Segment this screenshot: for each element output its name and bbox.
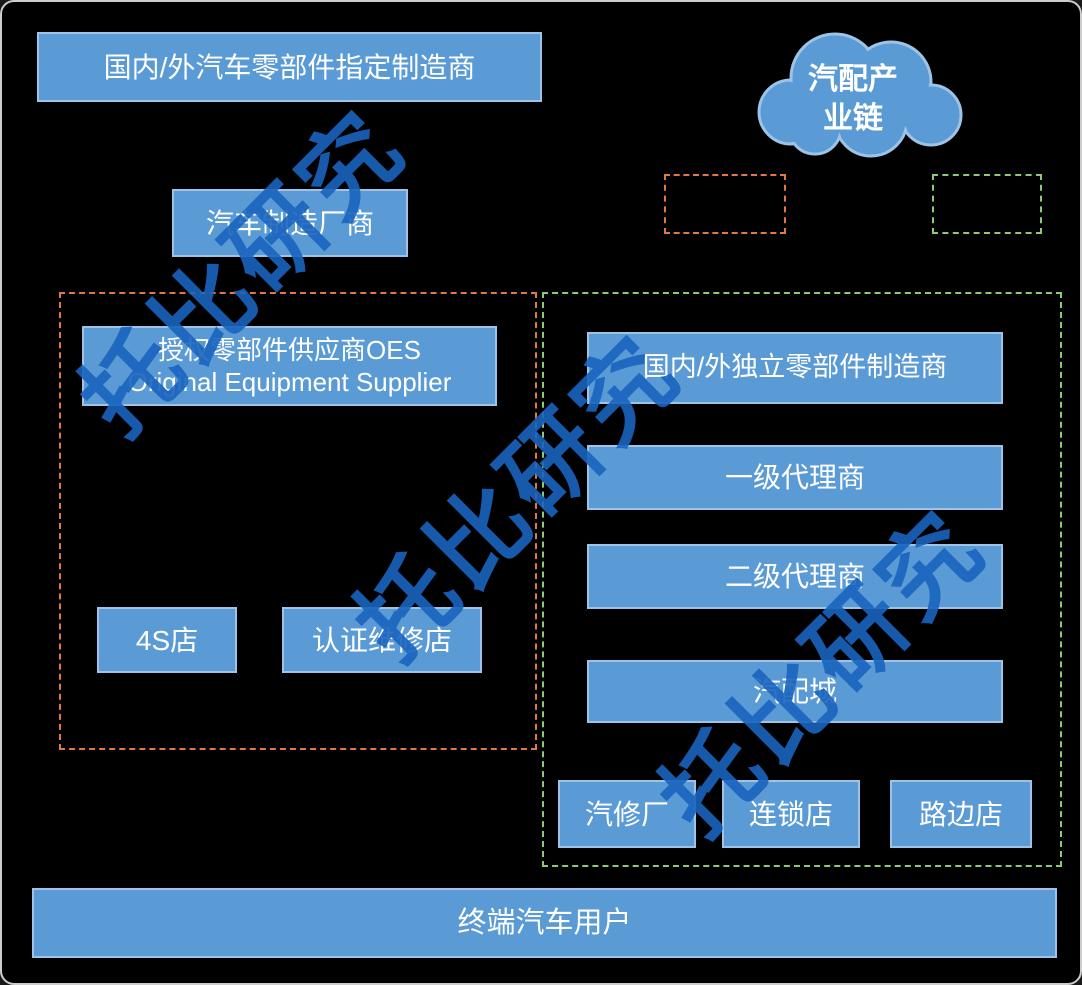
node-label: 汽车制造厂商	[205, 207, 374, 239]
node-label-line2: Original Equipment Supplier	[127, 367, 452, 397]
node-label: 汽配城	[752, 676, 837, 707]
node-label-line1: 授权零部件供应商OES	[158, 334, 421, 365]
node-label: 国内/外独立零部件制造商	[642, 352, 948, 383]
legend-green-box	[932, 174, 1042, 234]
node-end-user: 终端汽车用户	[32, 888, 1057, 958]
node-certified-repair-store: 认证维修店	[282, 607, 482, 673]
node-repair-factory: 汽修厂	[558, 780, 696, 848]
node-oes-supplier: 授权零部件供应商OES Original Equipment Supplier	[82, 326, 497, 406]
node-label: 认证维修店	[311, 624, 452, 656]
node-label: 路边店	[918, 798, 1003, 830]
node-label: 汽修厂	[584, 798, 669, 830]
node-label: 终端汽车用户	[457, 906, 632, 939]
cloud-title: 汽配产业链	[808, 63, 898, 135]
node-label: 一级代理商	[724, 462, 865, 493]
node-label: 国内/外汽车零部件指定制造商	[103, 51, 476, 83]
node-tier1-agent: 一级代理商	[587, 445, 1003, 510]
node-designated-parts-manufacturer: 国内/外汽车零部件指定制造商	[37, 32, 542, 102]
node-tier2-agent: 二级代理商	[587, 544, 1003, 609]
node-auto-manufacturer: 汽车制造厂商	[172, 189, 408, 257]
legend-orange-box	[664, 174, 786, 234]
node-chain-store: 连锁店	[722, 780, 860, 848]
node-label: 连锁店	[748, 798, 833, 830]
node-auto-parts-city: 汽配城	[587, 660, 1003, 723]
node-4s-store: 4S店	[97, 607, 237, 673]
node-independent-manufacturer: 国内/外独立零部件制造商	[587, 332, 1003, 404]
container-independent-channel	[542, 292, 1062, 867]
node-label: 4S店	[135, 624, 199, 656]
cloud-icon	[757, 32, 963, 158]
container-authorized-channel	[59, 292, 537, 750]
node-label: 二级代理商	[724, 561, 865, 592]
node-roadside-store: 路边店	[890, 780, 1032, 848]
industry-chain-cloud: 汽配产业链	[739, 20, 967, 162]
